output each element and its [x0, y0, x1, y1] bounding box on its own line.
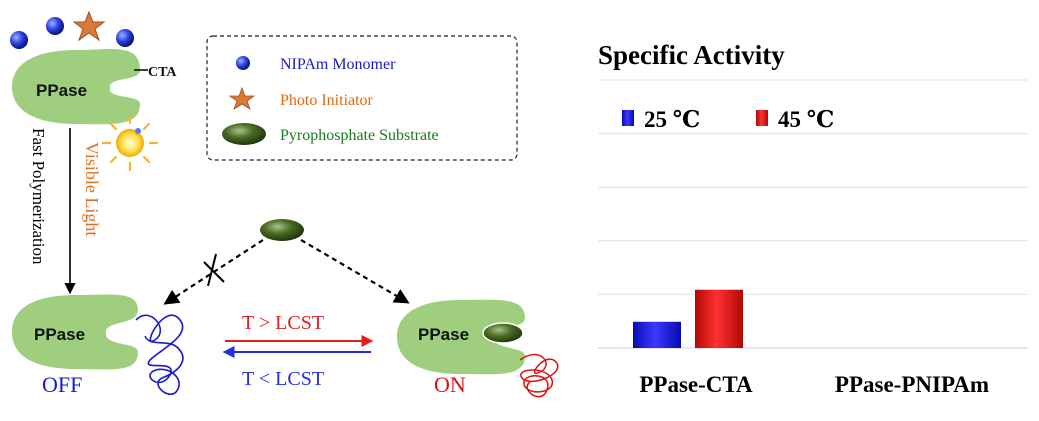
legend-monomer-text: NIPAm Monomer — [280, 56, 396, 73]
binding-arrow — [300, 239, 410, 304]
legend-swatch-45c — [756, 110, 768, 126]
x-tick-label: PPase-PNIPAm — [835, 372, 989, 397]
initiator-star-icon — [72, 10, 106, 42]
substrate-bound — [482, 322, 524, 344]
fast-polymerization-label: Fast Polymerization — [29, 128, 48, 265]
sun-icon — [101, 114, 159, 172]
enzyme-on — [397, 299, 525, 375]
legend-substrate-text: Pyrophosphate Substrate — [280, 127, 439, 144]
enzyme-top — [12, 48, 140, 125]
legend-label-25c: 25 ℃ — [644, 107, 700, 132]
monomer-icon — [10, 31, 28, 49]
legend-monomer-icon — [236, 56, 250, 70]
heat-label: T > LCST — [242, 312, 324, 334]
polymer-globule-collapsed — [519, 353, 559, 398]
monomer-icon — [116, 29, 134, 47]
legend-substrate-icon — [222, 123, 266, 145]
off-state-label: OFF — [42, 372, 82, 397]
legend-box — [206, 35, 518, 161]
monomer-icon — [46, 17, 64, 35]
cool-label: T < LCST — [242, 368, 324, 390]
chart-bars — [633, 289, 743, 348]
polymer-coil-extended — [135, 314, 184, 395]
enzyme-label-off: PPase — [34, 325, 85, 344]
cta-label: CTA — [148, 65, 177, 80]
on-state-label: ON — [434, 372, 466, 397]
enzyme-label-on: PPase — [418, 325, 469, 344]
visible-light-label: Visible Light — [82, 142, 102, 236]
x-tick-label: PPase-CTA — [639, 372, 753, 397]
enzyme-label-top: PPase — [36, 81, 87, 100]
bar-45c-ppase-cta — [695, 289, 743, 348]
chart-title: Specific Activity — [598, 40, 785, 70]
block-x-icon — [203, 253, 225, 287]
chart-legend: 25 ℃ 45 ℃ — [622, 107, 834, 132]
chart-gridlines — [598, 79, 1028, 349]
legend-swatch-25c — [622, 110, 634, 126]
substrate-center — [260, 219, 304, 241]
bar-25c-ppase-cta — [633, 321, 681, 348]
legend-label-45c: 45 ℃ — [778, 107, 834, 132]
enzyme-off — [12, 294, 138, 370]
legend-initiator-icon — [228, 86, 256, 110]
legend-initiator-text: Photo Initiator — [280, 92, 374, 109]
chart-x-tick-labels: PPase-CTA PPase-PNIPAm — [639, 372, 989, 397]
